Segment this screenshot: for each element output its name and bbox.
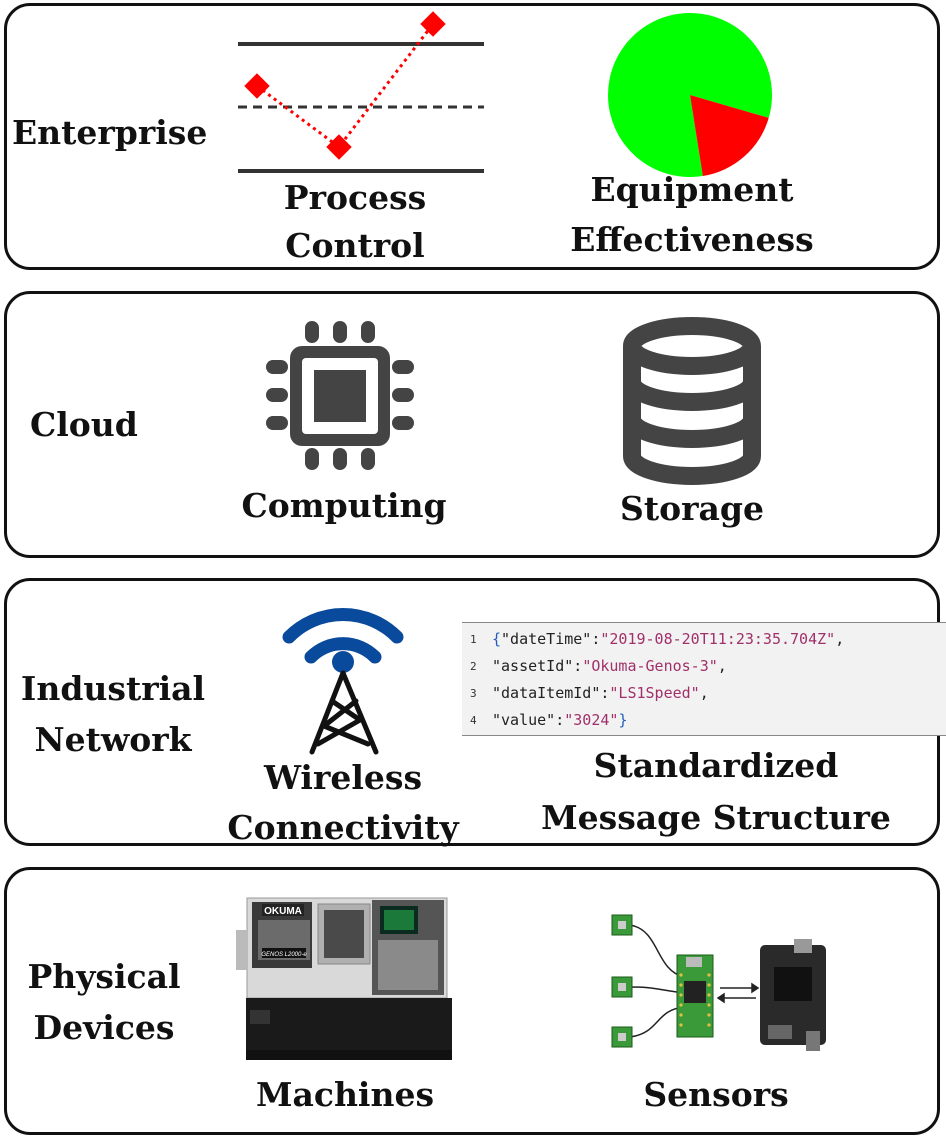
line-number: 2	[470, 660, 477, 673]
enterprise-panel	[4, 3, 940, 270]
storage-label: Storage	[620, 489, 764, 528]
code-token: "dateTime"	[501, 630, 592, 648]
sensor-board-icon	[611, 914, 826, 1051]
code-token: "Okuma-Genos-3"	[582, 657, 718, 675]
code-content: "value":"3024"}	[492, 707, 627, 734]
line-number: 4	[470, 714, 477, 727]
equipment-effectiveness-pie	[608, 13, 772, 178]
computing-label: Computing	[241, 486, 447, 525]
sensor-chip	[611, 914, 633, 936]
machine-model-text: GENOS L2000-e	[261, 952, 307, 958]
code-token: :	[591, 630, 601, 648]
code-token: ,	[699, 684, 709, 702]
physical-devices-label-line1: Physical	[27, 957, 181, 996]
cloud-panel	[4, 291, 940, 558]
wireless-connectivity-label-line2: Connectivity	[227, 808, 459, 847]
machine-brand-text: OKUMA	[264, 906, 302, 917]
industrial-network-label-line2: Network	[34, 720, 192, 759]
process-control-label-line1: Process	[283, 178, 427, 217]
cloud-label: Cloud	[30, 405, 138, 444]
line-number: 3	[470, 687, 477, 700]
json-message-code-block: 1 {"dateTime":"2019-08-20T11:23:35.704Z"…	[462, 622, 946, 736]
standardized-message-label-line1: Standardized	[593, 746, 839, 785]
industrial-network-label-line1: Industrial	[20, 669, 206, 708]
enterprise-label: Enterprise	[12, 113, 208, 152]
sensor-chip	[611, 976, 633, 998]
code-content: "dataItemId":"LS1Speed",	[492, 680, 709, 707]
process-control-chart	[238, 11, 484, 173]
line-number: 1	[470, 633, 477, 646]
code-content: "assetId":"Okuma-Genos-3",	[492, 653, 727, 680]
code-token: "3024"	[564, 711, 619, 729]
sensor-chip	[611, 1026, 633, 1048]
wireless-connectivity-label-line1: Wireless	[263, 758, 423, 797]
code-token: "LS1Speed"	[609, 684, 700, 702]
physical-devices-label-line2: Devices	[33, 1008, 175, 1047]
cnc-machine-image: OKUMA GENOS L2000-e	[236, 897, 452, 1060]
cpu-chip-icon	[266, 321, 414, 470]
code-token: "dataItemId"	[492, 684, 601, 702]
process-trace	[256, 23, 435, 150]
database-storage-icon	[623, 317, 761, 485]
data-marker	[326, 134, 352, 160]
code-token: }	[618, 711, 628, 729]
data-marker	[420, 11, 446, 37]
sensors-label: Sensors	[643, 1075, 789, 1114]
process-control-label-line2: Control	[285, 226, 425, 265]
equipment-effectiveness-label-line1: Equipment	[590, 170, 794, 209]
code-content: {"dateTime":"2019-08-20T11:23:35.704Z",	[492, 626, 844, 653]
standardized-message-label-line2: Message Structure	[541, 798, 891, 837]
wireless-tower-icon	[282, 608, 404, 755]
code-token: :	[555, 711, 565, 729]
pie-slice-red	[690, 95, 769, 176]
code-token: ,	[835, 630, 845, 648]
equipment-effectiveness-label-line2: Effectiveness	[570, 220, 814, 259]
code-token: "value"	[492, 711, 556, 729]
code-token: :	[600, 684, 610, 702]
code-token: ,	[717, 657, 727, 675]
code-token: "assetId"	[492, 657, 574, 675]
code-token: "2019-08-20T11:23:35.704Z"	[600, 630, 836, 648]
machines-label: Machines	[255, 1075, 435, 1114]
code-token: {	[492, 630, 502, 648]
code-token: :	[573, 657, 583, 675]
